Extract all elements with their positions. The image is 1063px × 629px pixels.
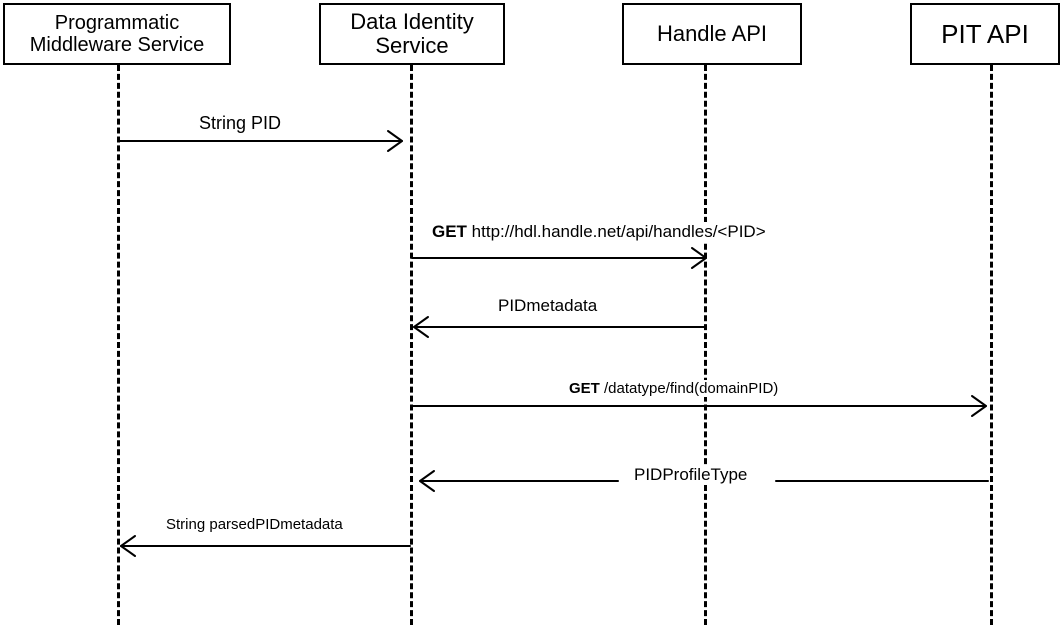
lifeline-handle-api	[704, 65, 707, 625]
arrow-get-handle	[411, 247, 707, 269]
message-label-get-handle: GET http://hdl.handle.net/api/handles/<P…	[428, 222, 770, 242]
actor-pit-api: PIT API	[910, 3, 1060, 65]
actor-programmatic-middleware-service: Programmatic Middleware Service	[3, 3, 231, 65]
message-label-get-datatype: GET /datatype/find(domainPID)	[565, 380, 783, 397]
arrow-pidprofiletype	[419, 470, 989, 492]
arrow-string-parsedpidmetadata	[120, 535, 411, 557]
message-label-string-pid: String PID	[195, 113, 286, 134]
arrow-string-pid	[118, 130, 403, 152]
lifeline-pit-api	[990, 65, 993, 625]
message-label-string-parsedpidmetadata: String parsedPIDmetadata	[162, 516, 347, 533]
actor-label: Data Identity Service	[350, 8, 474, 58]
message-label-pidmetadata: PIDmetadata	[494, 296, 602, 316]
http-method: GET	[432, 222, 467, 241]
actor-label: PIT API	[941, 18, 1029, 49]
lifeline-data-identity-service	[410, 65, 413, 625]
actor-label: Handle API	[656, 20, 768, 46]
message-label-pidprofiletype: PIDProfileType	[630, 465, 752, 485]
actor-data-identity-service: Data Identity Service	[319, 3, 505, 65]
arrow-get-datatype	[411, 395, 987, 417]
actor-handle-api: Handle API	[622, 3, 802, 65]
arrow-pidmetadata	[413, 316, 705, 338]
actor-label: Programmatic Middleware Service	[29, 12, 205, 56]
http-method: GET	[569, 380, 600, 397]
lifeline-programmatic-middleware-service	[117, 65, 120, 625]
